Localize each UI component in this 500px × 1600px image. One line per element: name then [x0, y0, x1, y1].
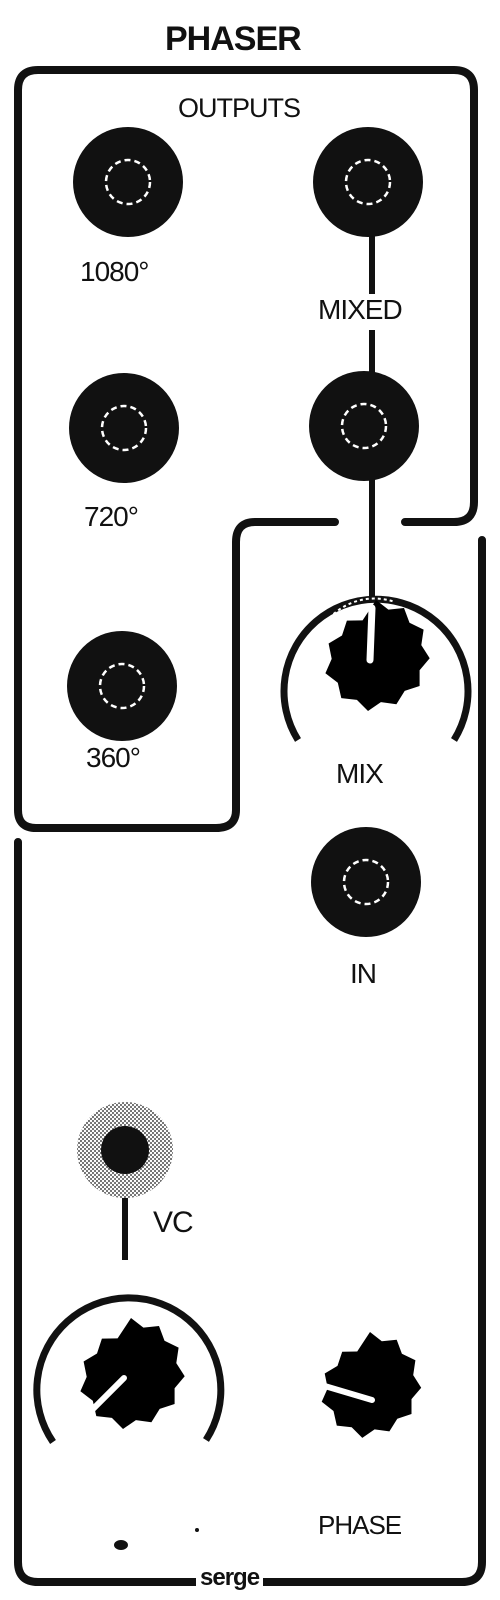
vc-knob-body: [80, 1318, 185, 1429]
phase-knob-pointer: [315, 1381, 375, 1403]
jack-out-360-label: 360°: [86, 742, 141, 773]
phase-knob[interactable]: [315, 1332, 422, 1438]
mix-knob-label: MIX: [336, 758, 384, 789]
jack-mixed-top[interactable]: [313, 127, 423, 237]
mix-knob[interactable]: [280, 595, 472, 742]
jack-mixed-label: MIXED: [318, 294, 403, 325]
jack-in[interactable]: [311, 827, 421, 937]
jack-out-1080-label: 1080°: [80, 256, 149, 287]
vc-attenuator-knob[interactable]: [33, 1294, 225, 1444]
mix-knob-pointer: [366, 604, 376, 664]
jack-out-360[interactable]: [67, 631, 177, 741]
jack-mixed-bottom[interactable]: [309, 371, 419, 481]
brand-logo: serge: [196, 1566, 264, 1590]
jack-out-720-label: 720°: [84, 501, 139, 532]
module-title: PHASER: [165, 20, 302, 58]
jack-out-1080[interactable]: [73, 127, 183, 237]
mix-knob-body: [325, 600, 430, 711]
jack-vc[interactable]: [77, 1102, 173, 1198]
screw-dot: [195, 1528, 199, 1532]
jack-vc-label: VC: [153, 1206, 194, 1239]
mix-knob-scale-arc: [280, 595, 472, 742]
phase-knob-label: PHASE: [318, 1510, 402, 1540]
screw-mark: [114, 1540, 128, 1550]
outputs-section-border: [14, 66, 478, 832]
outputs-heading: OUTPUTS: [178, 93, 301, 123]
jack-out-720[interactable]: [69, 373, 179, 483]
jack-in-label: IN: [350, 958, 377, 989]
phase-knob-body: [321, 1332, 422, 1438]
vc-knob-scale-arc: [33, 1294, 225, 1444]
vc-knob-pointer: [81, 1375, 127, 1421]
